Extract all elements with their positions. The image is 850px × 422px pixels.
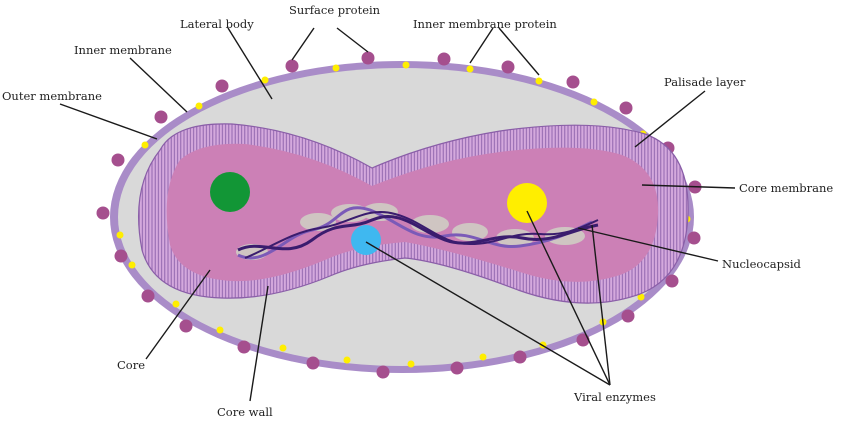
leader-lines: [59, 27, 736, 402]
label-outer-membrane: Outer membrane: [2, 89, 102, 103]
label-palisade-layer: Palisade layer: [664, 75, 746, 89]
viral-enzyme-green: [210, 172, 250, 212]
viral-enzyme-yellow: [507, 183, 547, 223]
label-lateral-body: Lateral body: [180, 17, 254, 31]
label-surface-protein: Surface protein: [289, 3, 381, 17]
label-core: Core: [117, 358, 145, 372]
label-inner-membrane-protein: Inner membrane protein: [413, 17, 557, 31]
label-nucleocapsid: Nucleocapsid: [722, 257, 802, 271]
label-viral-enzymes: Viral enzymes: [573, 390, 656, 404]
viral-enzyme-blue: [351, 225, 381, 255]
nucleocapsid: [236, 203, 599, 260]
label-core-membrane: Core membrane: [739, 181, 833, 195]
label-core-wall: Core wall: [217, 405, 273, 419]
label-inner-membrane: Inner membrane: [74, 43, 172, 57]
